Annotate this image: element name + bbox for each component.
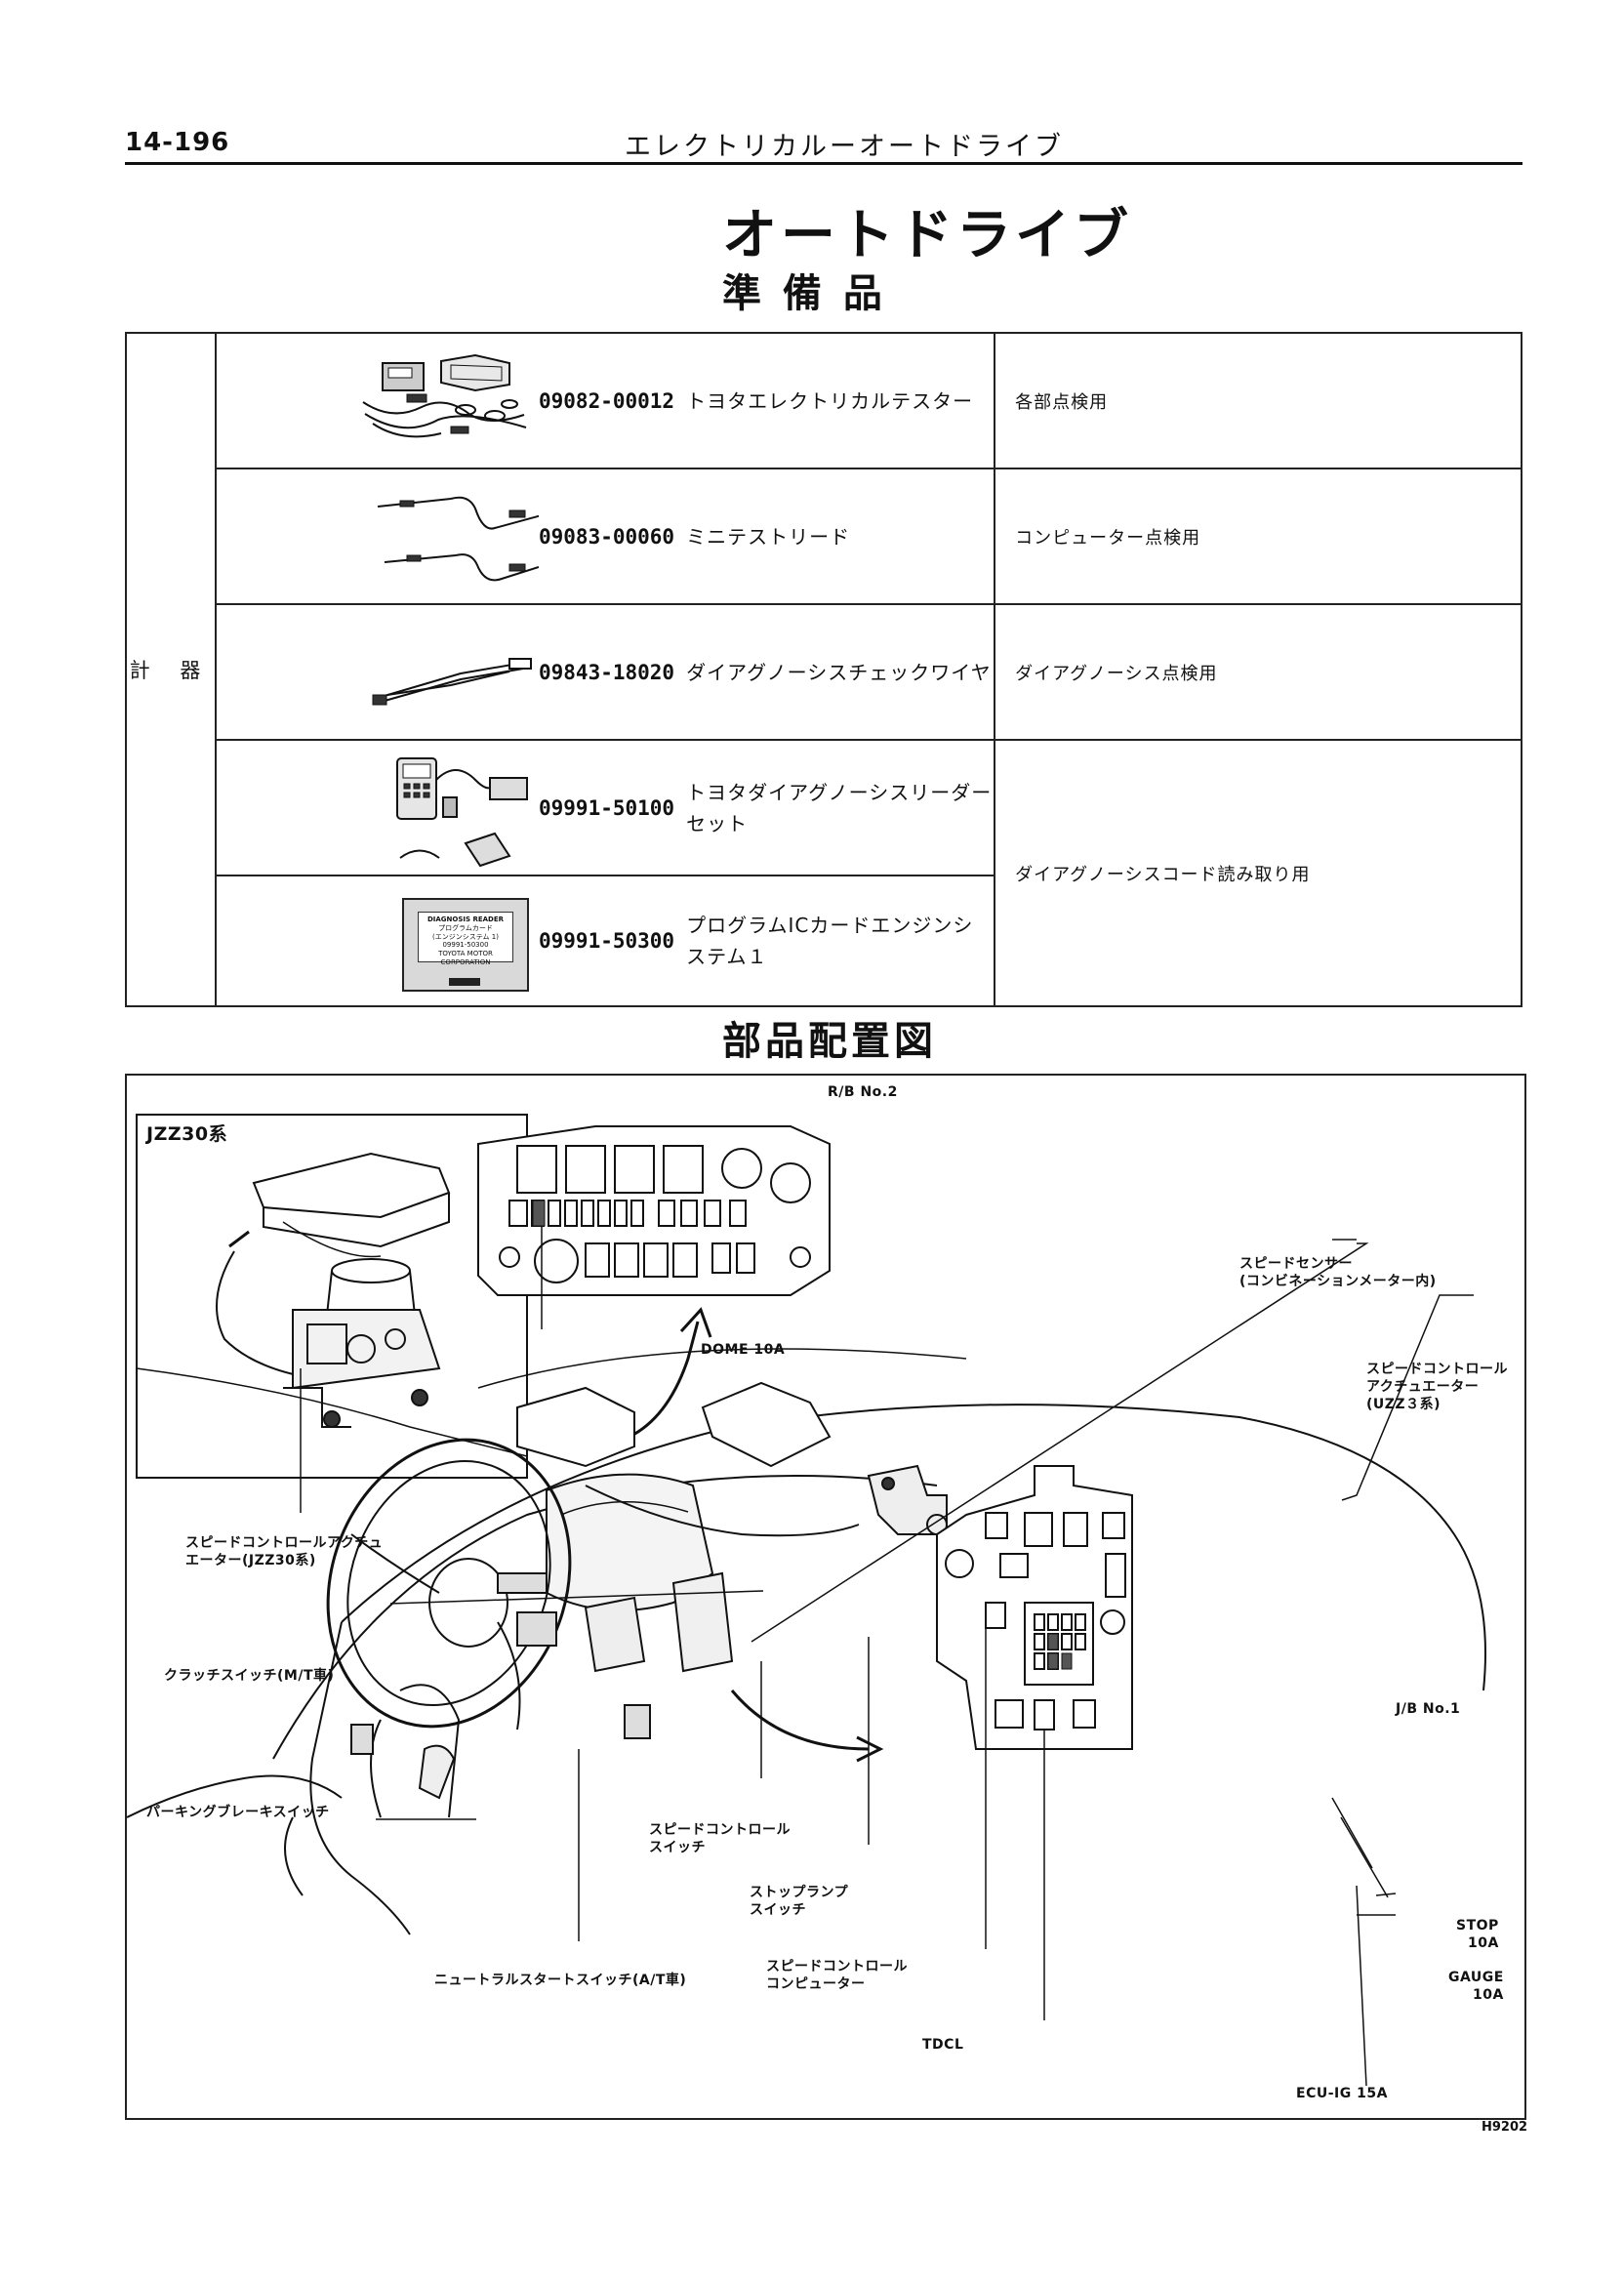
tool-name: トヨタエレクトリカルテスター [682,332,996,469]
tool-name: ダイアグノーシスチェックワイヤ [682,603,996,741]
page-title: オートドライブ [722,204,1132,267]
ic-card-line: 09991-50300 [442,941,489,950]
stop-fuse-label: STOP 10A [1456,1918,1499,1952]
running-title: エレクトリカルーオートドライブ [625,132,1064,162]
tool-image [215,332,539,469]
ecu-ig-fuse-label: ECU-IG 15A [1296,2086,1388,2101]
test-lead-cables-icon [377,496,549,582]
table-row: 計 器 09082-00012 トヨタエレクトリカルテスター 各部点検用 [125,332,1522,1007]
parking-brake-switch-callout: パーキングブレーキスイッチ [146,1805,330,1820]
ic-card-line: プログラムカード [438,923,493,932]
tool-use: ダイアグノーシス点検用 [994,603,1522,741]
component-layout-diagram: JZZ30系 R/B No.2 DOME 10A J/B No.1 STOP 1… [125,1074,1526,2120]
tool-name: プログラムICカードエンジンシステム１ [682,875,996,1007]
part-number: 09843-18020 [539,603,683,741]
tdcl-callout: TDCL [922,2037,964,2053]
part-number: 09991-50100 [539,739,683,876]
table-row: 09083-00060 ミニテストリード コンピューター点検用 [126,468,1522,605]
ic-card-line: (エンジンシステム 1) [432,932,499,941]
category-cell: 計 器 [125,332,217,1007]
speed-control-computer-callout: スピードコントロール コンピューター [766,1959,908,1993]
ic-card-line: DIAGNOSIS READER [426,916,505,923]
neutral-start-switch-callout: ニュートラルスタートスイッチ(A/T車) [434,1973,687,1988]
inset-label: JZZ30系 [146,1123,228,1145]
part-number: 09083-00060 [539,468,683,605]
dome-fuse-label: DOME 10A [701,1342,786,1358]
tool-name: ミニテストリード [682,468,996,605]
part-number: 09082-00012 [539,332,683,469]
electrical-tester-kit-icon [362,353,527,438]
gauge-fuse-label: GAUGE 10A [1448,1970,1504,2004]
tool-image [215,603,539,741]
actuator-uzz-callout: スピードコントロール アクチュエーター (UZZ３系) [1366,1362,1508,1413]
tools-table: 計 器 09082-00012 トヨタエレクトリカルテスター 各部点検用 [125,332,1522,1007]
tool-image [215,739,539,876]
diagnosis-reader-set-icon [396,757,528,868]
stop-lamp-switch-callout: ストップランプ スイッチ [750,1885,849,1919]
jb-label: J/B No.1 [1396,1701,1461,1717]
check-wire-icon [372,658,532,706]
clutch-switch-callout: クラッチスイッチ(M/T車) [164,1668,335,1684]
tool-use: コンピューター点検用 [994,468,1522,605]
tool-image [215,468,549,605]
ic-card-icon: DIAGNOSIS READER プログラムカード (エンジンシステム 1) 0… [402,898,529,992]
section-title-preparations: 準 備 品 [722,271,886,316]
part-number: 09991-50300 [539,875,683,1007]
tool-name: トヨタダイアグノーシスリーダーセット [682,739,996,876]
section-title-layout: 部品配置図 [722,1019,937,1064]
actuator-jzz-callout: スピードコントロールアクチュ エーター(JZZ30系) [185,1535,384,1569]
table-row: 09991-50100 トヨタダイアグノーシスリーダーセット ダイアグノーシスコ… [126,739,1522,1007]
tool-use: ダイアグノーシスコード読み取り用 [994,739,1522,1007]
figure-code: H9202 [1482,2120,1528,2135]
speed-sensor-callout: スピードセンサー (コンビネーションメーター内) [1239,1256,1437,1290]
tool-use: 各部点検用 [994,332,1522,469]
table-row: 09843-18020 ダイアグノーシスチェックワイヤ ダイアグノーシス点検用 [126,603,1522,741]
tool-image: DIAGNOSIS READER プログラムカード (エンジンシステム 1) 0… [215,875,539,1007]
rb-label: R/B No.2 [828,1084,898,1100]
speed-control-switch-callout: スピードコントロール スイッチ [649,1822,791,1856]
header-rule [125,162,1522,165]
ic-card-line: TOYOTA MOTOR CORPORATION [438,950,493,966]
page-number: 14-196 [125,128,230,157]
diagram-drawing [127,1114,1486,2087]
table-row: DIAGNOSIS READER プログラムカード (エンジンシステム 1) 0… [126,875,1522,1007]
